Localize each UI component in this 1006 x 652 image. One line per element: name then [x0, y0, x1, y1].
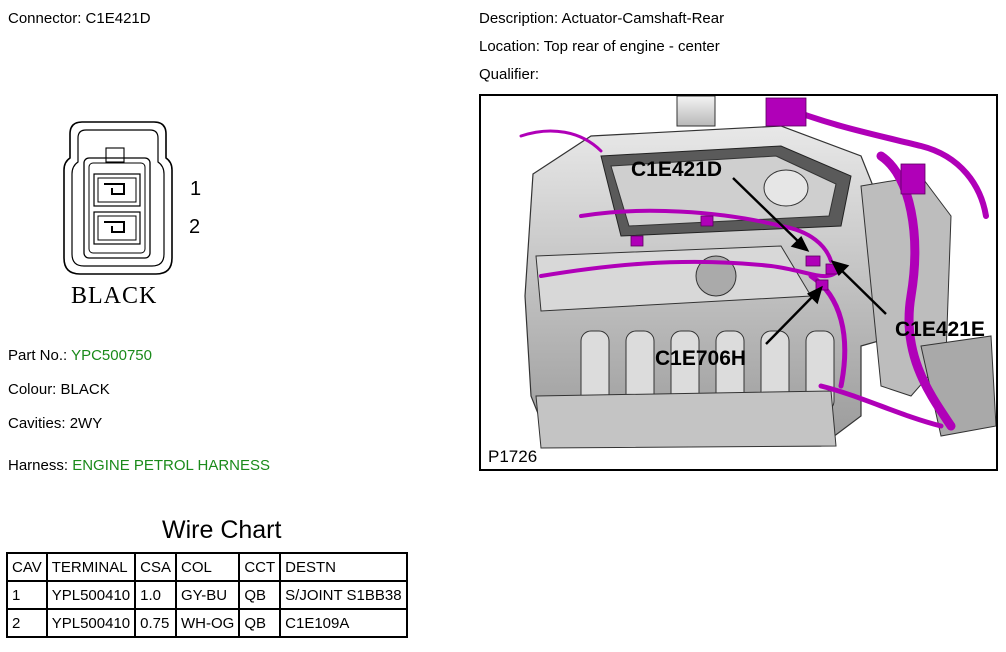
part-number-row: Part No.: YPC500750	[8, 347, 152, 365]
qualifier-row: Qualifier:	[479, 66, 539, 84]
cell-destn: C1E109A	[279, 608, 408, 638]
header-terminal: TERMINAL	[45, 552, 137, 582]
wire-chart-title: Wire Chart	[162, 516, 282, 544]
location-value: Top rear of engine - center	[543, 38, 720, 55]
engine-illustration	[519, 96, 996, 449]
qualifier-label: Qualifier:	[479, 66, 540, 83]
description-value: Actuator-Camshaft-Rear	[561, 10, 725, 27]
cavities-value: 2WY	[69, 415, 103, 432]
cell-terminal: YPL500410	[45, 608, 137, 638]
location-label: Location:	[479, 38, 540, 55]
header-csa: CSA	[134, 552, 177, 582]
connector-label: Connector:	[8, 10, 82, 27]
header-cav: CAV	[6, 552, 48, 582]
cell-col: GY-BU	[174, 580, 241, 610]
cell-cav: 1	[6, 580, 48, 610]
callout-c1e421e: C1E421E	[895, 318, 985, 341]
harness-link[interactable]: ENGINE PETROL HARNESS	[72, 457, 271, 474]
connector-face-diagram	[63, 121, 173, 275]
description-label: Description:	[479, 10, 559, 27]
colour-value: BLACK	[60, 381, 110, 398]
header-destn: DESTN	[279, 552, 408, 582]
cell-destn: S/JOINT S1BB38	[279, 580, 408, 610]
figure-id: P1726	[485, 447, 541, 467]
pin-2-label: 2	[189, 216, 201, 238]
connector-heading: Connector: C1E421D	[8, 10, 151, 28]
colour-row: Colour: BLACK	[8, 381, 110, 399]
harness-label: Harness:	[8, 457, 69, 474]
wire-chart-header-row: CAV TERMINAL CSA COL CCT DESTN	[6, 552, 408, 582]
cell-cct: QB	[238, 580, 282, 610]
description-row: Description: Actuator-Camshaft-Rear	[479, 10, 724, 28]
cell-cav: 2	[6, 608, 48, 638]
cell-csa: 1.0	[134, 580, 177, 610]
wire-chart-table: CAV TERMINAL CSA COL CCT DESTN 1 YPL5004…	[6, 552, 408, 638]
cavities-label: Cavities:	[8, 415, 66, 432]
cell-terminal: YPL500410	[45, 580, 137, 610]
cell-cct: QB	[238, 608, 282, 638]
pin-1-label: 1	[190, 178, 202, 200]
cell-csa: 0.75	[134, 608, 177, 638]
connector-id: C1E421D	[85, 10, 151, 27]
callout-c1e706h: C1E706H	[655, 347, 747, 370]
table-row: 1 YPL500410 1.0 GY-BU QB S/JOINT S1BB38	[6, 580, 408, 610]
connector-face-color-label: BLACK	[71, 283, 158, 309]
engine-location-figure: C1E421D C1E421E C1E706H P1726	[479, 94, 998, 471]
header-cct: CCT	[238, 552, 282, 582]
header-col: COL	[174, 552, 241, 582]
cell-col: WH-OG	[174, 608, 241, 638]
colour-label: Colour:	[8, 381, 57, 398]
table-row: 2 YPL500410 0.75 WH-OG QB C1E109A	[6, 608, 408, 638]
part-number-link[interactable]: YPC500750	[71, 347, 152, 364]
harness-row: Harness: ENGINE PETROL HARNESS	[8, 457, 270, 475]
location-row: Location: Top rear of engine - center	[479, 38, 720, 56]
part-number-label: Part No.:	[8, 347, 68, 364]
cavities-row: Cavities: 2WY	[8, 415, 102, 433]
callout-c1e421d: C1E421D	[631, 158, 723, 181]
